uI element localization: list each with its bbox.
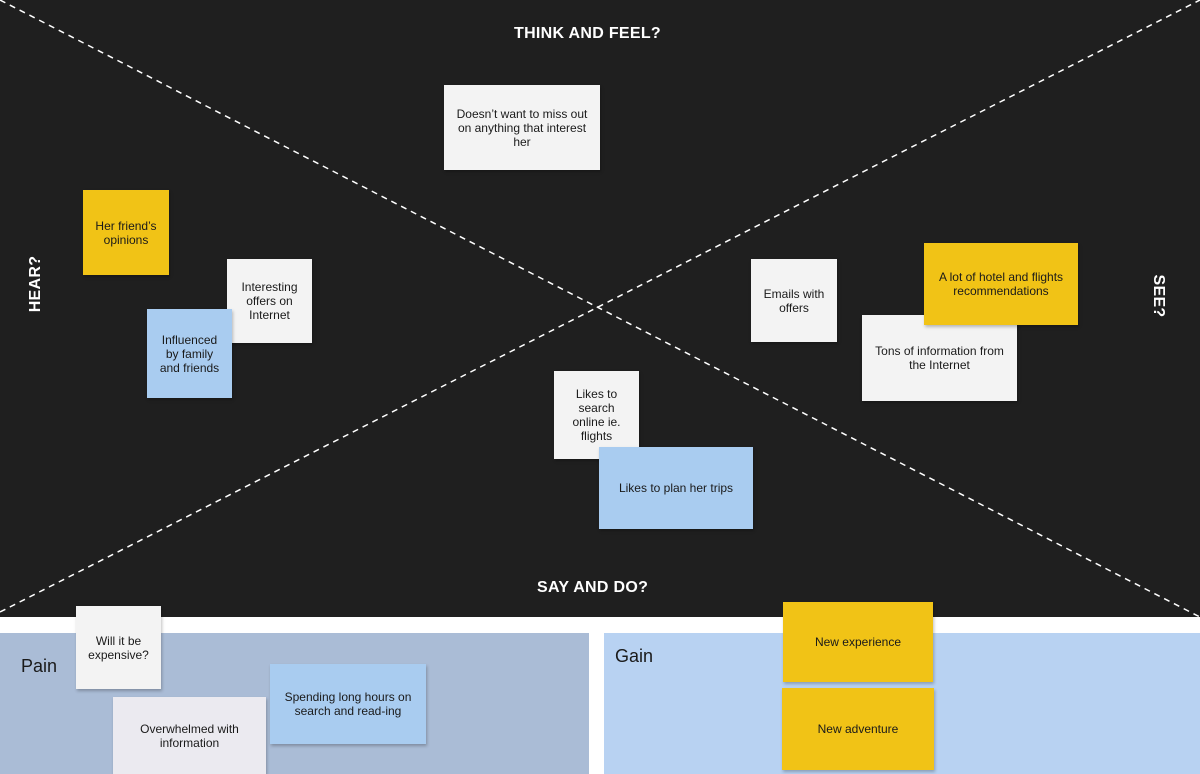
sticky-note-new-experience[interactable]: New experience — [783, 602, 933, 682]
quadrant-label-hear: HEAR? — [27, 255, 44, 313]
sticky-note-overwhelmed[interactable]: Overwhelmed with information — [113, 697, 266, 774]
sticky-note-friends-opinions[interactable]: Her friend’s opinions — [83, 190, 169, 275]
sticky-note-expensive[interactable]: Will it be expensive? — [76, 606, 161, 689]
sticky-note-interesting-offers[interactable]: Interesting offers on Internet — [227, 259, 312, 343]
empathy-map-board: THINK AND FEEL? SAY AND DO? HEAR? SEE? D… — [0, 0, 1200, 617]
sticky-note-plan-trips[interactable]: Likes to plan her trips — [599, 447, 753, 529]
sticky-note-spending-hours[interactable]: Spending long hours on search and read-i… — [270, 664, 426, 744]
sticky-note-influenced[interactable]: Influenced by family and friends — [147, 309, 232, 398]
quadrant-label-say-do: SAY AND DO? — [537, 579, 649, 596]
pain-title: Pain — [21, 656, 58, 676]
sticky-note-miss-out[interactable]: Doesn’t want to miss out on anything tha… — [444, 85, 600, 170]
quadrant-divider-lines — [0, 0, 1200, 617]
diagonal-line-tl-br — [0, 0, 1200, 617]
sticky-note-tons-info[interactable]: Tons of information from the Internet — [862, 315, 1017, 401]
sticky-note-search-online[interactable]: Likes to search online ie. flights — [554, 371, 639, 459]
gain-title: Gain — [615, 646, 654, 666]
sticky-note-new-adventure[interactable]: New adventure — [782, 688, 934, 770]
quadrant-label-see: SEE? — [1150, 274, 1167, 318]
sticky-note-emails[interactable]: Emails with offers — [751, 259, 837, 342]
sticky-note-hotel-recs[interactable]: A lot of hotel and flights recommendatio… — [924, 243, 1078, 325]
diagonal-line-bl-tr — [0, 0, 1200, 613]
quadrant-label-think-feel: THINK AND FEEL? — [514, 25, 662, 42]
